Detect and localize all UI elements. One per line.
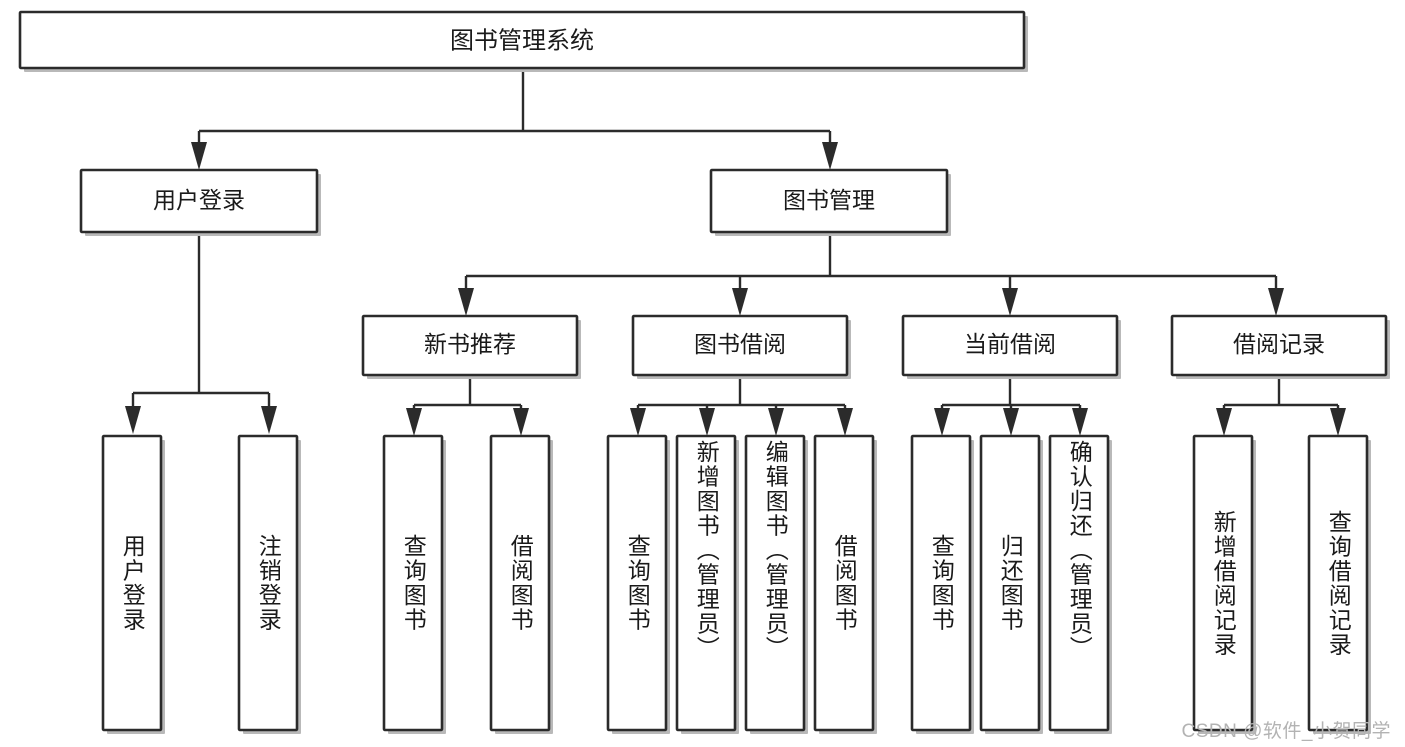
node-book-management[interactable]: 图书管理 — [709, 168, 951, 236]
node-leaf-borrow-book-1-box[interactable] — [489, 434, 551, 732]
node-book-management-label: 图书管理 — [783, 187, 875, 213]
arrow-head-leaf-add-record — [1216, 408, 1232, 436]
arrow-head-leaf-logout-login — [261, 406, 277, 434]
arrow-head-leaf-query-book-3 — [934, 408, 950, 436]
node-leaf-confirm-return[interactable] — [1048, 434, 1112, 734]
node-leaf-query-record-box[interactable] — [1307, 434, 1369, 732]
node-book-management-box[interactable] — [709, 168, 949, 234]
node-leaf-user-login[interactable] — [101, 434, 165, 734]
node-leaf-query-book-1-box[interactable] — [382, 434, 444, 732]
node-leaf-logout-login[interactable] — [237, 434, 301, 734]
arrow-head-leaf-return-book — [1003, 408, 1019, 436]
node-leaf-return-book-box[interactable] — [979, 434, 1041, 732]
node-book-borrow-box[interactable] — [631, 314, 849, 377]
node-leaf-query-book-2[interactable] — [606, 434, 670, 734]
node-leaf-add-record[interactable] — [1192, 434, 1256, 734]
node-book-borrow-label: 图书借阅 — [694, 331, 786, 357]
arrow-head-leaf-confirm-return — [1072, 408, 1088, 436]
arrow-head-borrow-record — [1268, 288, 1284, 316]
node-leaf-user-login-box[interactable] — [101, 434, 163, 732]
node-leaf-query-book-3-box[interactable] — [910, 434, 972, 732]
node-leaf-borrow-book-1[interactable] — [489, 434, 553, 734]
arrow-head-leaf-user-login — [125, 406, 141, 434]
arrow-head-current-borrow — [1002, 288, 1018, 316]
node-borrow-record[interactable]: 借阅记录 — [1170, 314, 1390, 379]
arrow-head-leaf-borrow-book-2 — [837, 408, 853, 436]
csdn-watermark: CSDN @软件_小贺同学 — [1181, 721, 1391, 742]
node-leaf-borrow-book-2-box[interactable] — [813, 434, 875, 732]
arrow-head-book-borrow — [732, 288, 748, 316]
arrow-head-leaf-query-record — [1330, 408, 1346, 436]
connector-layer — [125, 68, 1346, 436]
arrow-head-leaf-query-book-2 — [630, 408, 646, 436]
node-borrow-record-label: 借阅记录 — [1233, 331, 1325, 357]
node-current-borrow-box[interactable] — [901, 314, 1119, 377]
node-leaf-query-record[interactable] — [1307, 434, 1371, 734]
arrow-head-leaf-query-book-1 — [406, 408, 422, 436]
node-leaf-borrow-book-2[interactable] — [813, 434, 877, 734]
node-leaf-query-book-1[interactable] — [382, 434, 446, 734]
node-leaf-query-book-2-box[interactable] — [606, 434, 668, 732]
arrow-head-leaf-borrow-book-1 — [513, 408, 529, 436]
node-root-label: 图书管理系统 — [450, 27, 594, 54]
arrow-head-leaf-edit-book — [768, 408, 784, 436]
node-new-book-recommend-box[interactable] — [361, 314, 579, 377]
arrow-head-leaf-add-book — [699, 408, 715, 436]
node-leaf-add-book-box[interactable] — [675, 434, 737, 732]
node-leaf-logout-login-box[interactable] — [237, 434, 299, 732]
node-leaf-return-book[interactable] — [979, 434, 1043, 734]
node-borrow-record-box[interactable] — [1170, 314, 1388, 377]
node-book-borrow[interactable]: 图书借阅 — [631, 314, 851, 379]
node-new-book-recommend-label: 新书推荐 — [424, 331, 516, 357]
node-leaf-edit-book[interactable] — [744, 434, 808, 734]
node-leaf-add-record-box[interactable] — [1192, 434, 1254, 732]
node-leaf-confirm-return-box[interactable] — [1048, 434, 1110, 732]
node-current-borrow-label: 当前借阅 — [964, 331, 1056, 357]
node-leaf-query-book-3[interactable] — [910, 434, 974, 734]
node-user-login[interactable]: 用户登录 — [79, 168, 321, 236]
node-leaf-edit-book-box[interactable] — [744, 434, 806, 732]
arrow-head-book-management — [822, 142, 838, 170]
node-leaf-add-book[interactable] — [675, 434, 739, 734]
node-root-box[interactable] — [18, 10, 1026, 70]
node-user-login-label: 用户登录 — [153, 187, 245, 213]
arrow-head-new-book-recommend — [458, 288, 474, 316]
node-current-borrow[interactable]: 当前借阅 — [901, 314, 1121, 379]
arrow-head-user-login — [191, 142, 207, 170]
node-new-book-recommend[interactable]: 新书推荐 — [361, 314, 581, 379]
node-user-login-box[interactable] — [79, 168, 319, 234]
node-root[interactable]: 图书管理系统 — [18, 10, 1028, 72]
